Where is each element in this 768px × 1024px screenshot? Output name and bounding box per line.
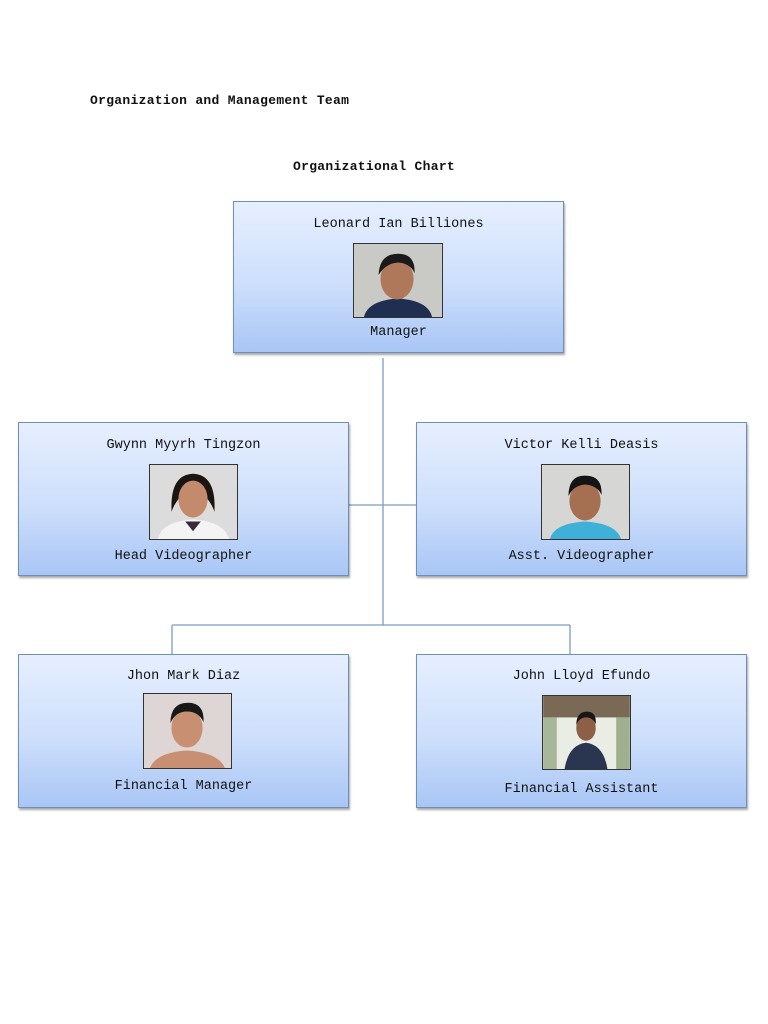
member-role: Financial Manager <box>114 779 253 794</box>
org-card-head-videographer: Gwynn Myyrh Tingzon Head Videographer <box>18 422 349 576</box>
member-name: Leonard Ian Billiones <box>313 217 484 232</box>
person-avatar-icon <box>150 465 237 539</box>
person-avatar-icon <box>543 696 630 769</box>
member-role: Manager <box>370 325 427 340</box>
org-card-financial-assistant: John Lloyd Efundo Financial Assistant <box>416 654 747 808</box>
org-card-manager: Leonard Ian Billiones Manager <box>233 201 564 353</box>
member-name: Gwynn Myyrh Tingzon <box>106 438 261 453</box>
member-photo <box>542 695 631 770</box>
member-role: Head Videographer <box>114 549 253 564</box>
org-card-asst-videographer: Victor Kelli Deasis Asst. Videographer <box>416 422 747 576</box>
member-photo <box>353 243 443 318</box>
member-name: John Lloyd Efundo <box>512 669 651 684</box>
person-avatar-icon <box>144 694 231 768</box>
chart-title: Organizational Chart <box>293 159 456 174</box>
member-photo <box>541 464 630 540</box>
person-avatar-icon <box>542 465 629 539</box>
member-name: Jhon Mark Diaz <box>126 669 241 684</box>
member-role: Asst. Videographer <box>508 549 655 564</box>
document-title: Organization and Management Team <box>90 93 350 108</box>
member-photo <box>143 693 232 769</box>
org-card-financial-manager: Jhon Mark Diaz Financial Manager <box>18 654 349 808</box>
member-photo <box>149 464 238 540</box>
member-role: Financial Assistant <box>504 782 659 797</box>
person-avatar-icon <box>354 244 442 317</box>
member-name: Victor Kelli Deasis <box>504 438 659 453</box>
